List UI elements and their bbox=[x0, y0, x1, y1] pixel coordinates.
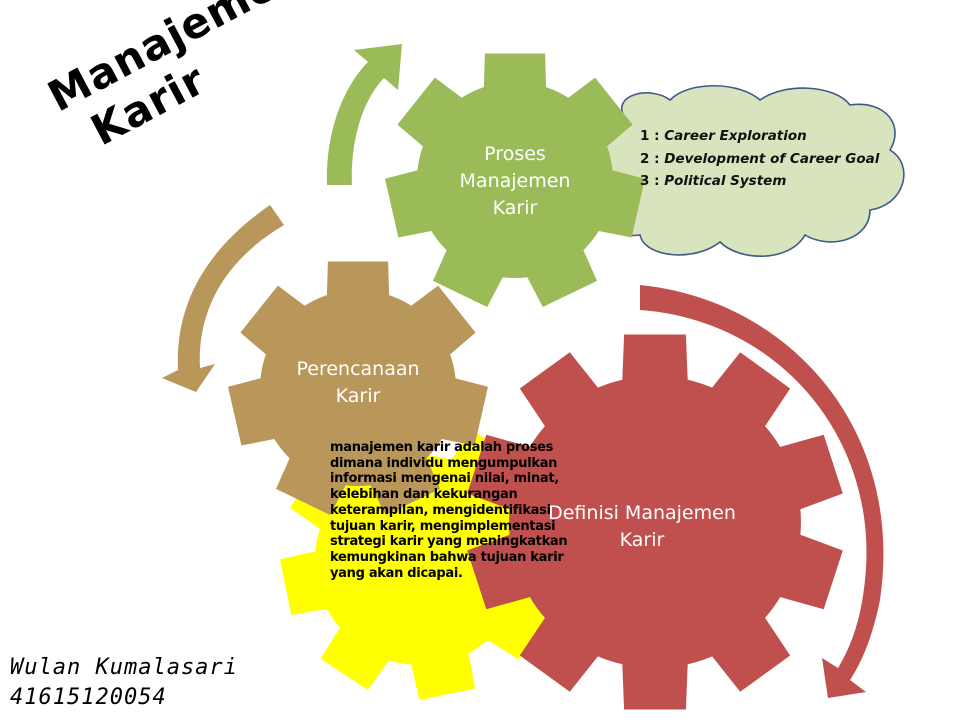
definition-text: manajemen karir adalah proses dimana ind… bbox=[330, 440, 568, 581]
author-block: Wulan Kumalasari 41615120054 bbox=[10, 653, 238, 713]
cloud-item-prefix: 3 : bbox=[640, 173, 665, 189]
gear-red-body bbox=[467, 334, 843, 710]
cloud-item-prefix: 2 : bbox=[640, 150, 665, 167]
proses-gear bbox=[385, 53, 645, 307]
definisi-label-line2: Karir bbox=[620, 529, 665, 551]
gear-tan-body bbox=[228, 261, 488, 515]
perencanaan-gear bbox=[228, 261, 488, 515]
green-cycle-arrow bbox=[326, 44, 402, 185]
cloud-item-text: Career Exploration bbox=[664, 128, 807, 144]
cloud-item-text: Development of Career Goal bbox=[664, 150, 880, 167]
proses-label-line1: Proses bbox=[484, 143, 546, 165]
author-name: Wulan Kumalasari bbox=[10, 655, 238, 680]
tan-cycle-arrow bbox=[162, 205, 284, 392]
author-id: 41615120054 bbox=[10, 685, 167, 710]
cloud-item-prefix: 1 : bbox=[640, 128, 665, 144]
definisi-gear bbox=[467, 334, 843, 710]
gear-green-body bbox=[385, 53, 645, 307]
perencanaan-label-line1: Perencanaan bbox=[296, 358, 419, 380]
cloud-item: 1 : Career Exploration bbox=[640, 125, 900, 148]
proses-label-line3: Karir bbox=[493, 197, 538, 219]
cloud-list: 1 : Career Exploration 2 : Development o… bbox=[640, 125, 900, 193]
cloud-item: 3 : Political System bbox=[640, 170, 900, 193]
cloud-item: 2 : Development of Career Goal bbox=[640, 148, 900, 171]
red-cycle-arrow bbox=[640, 285, 884, 698]
proses-label-line2: Manajemen bbox=[460, 170, 571, 192]
definisi-label-line1: Definisi Manajemen bbox=[548, 502, 736, 524]
perencanaan-label-line2: Karir bbox=[336, 385, 381, 407]
cloud-item-text: Political System bbox=[664, 173, 787, 189]
